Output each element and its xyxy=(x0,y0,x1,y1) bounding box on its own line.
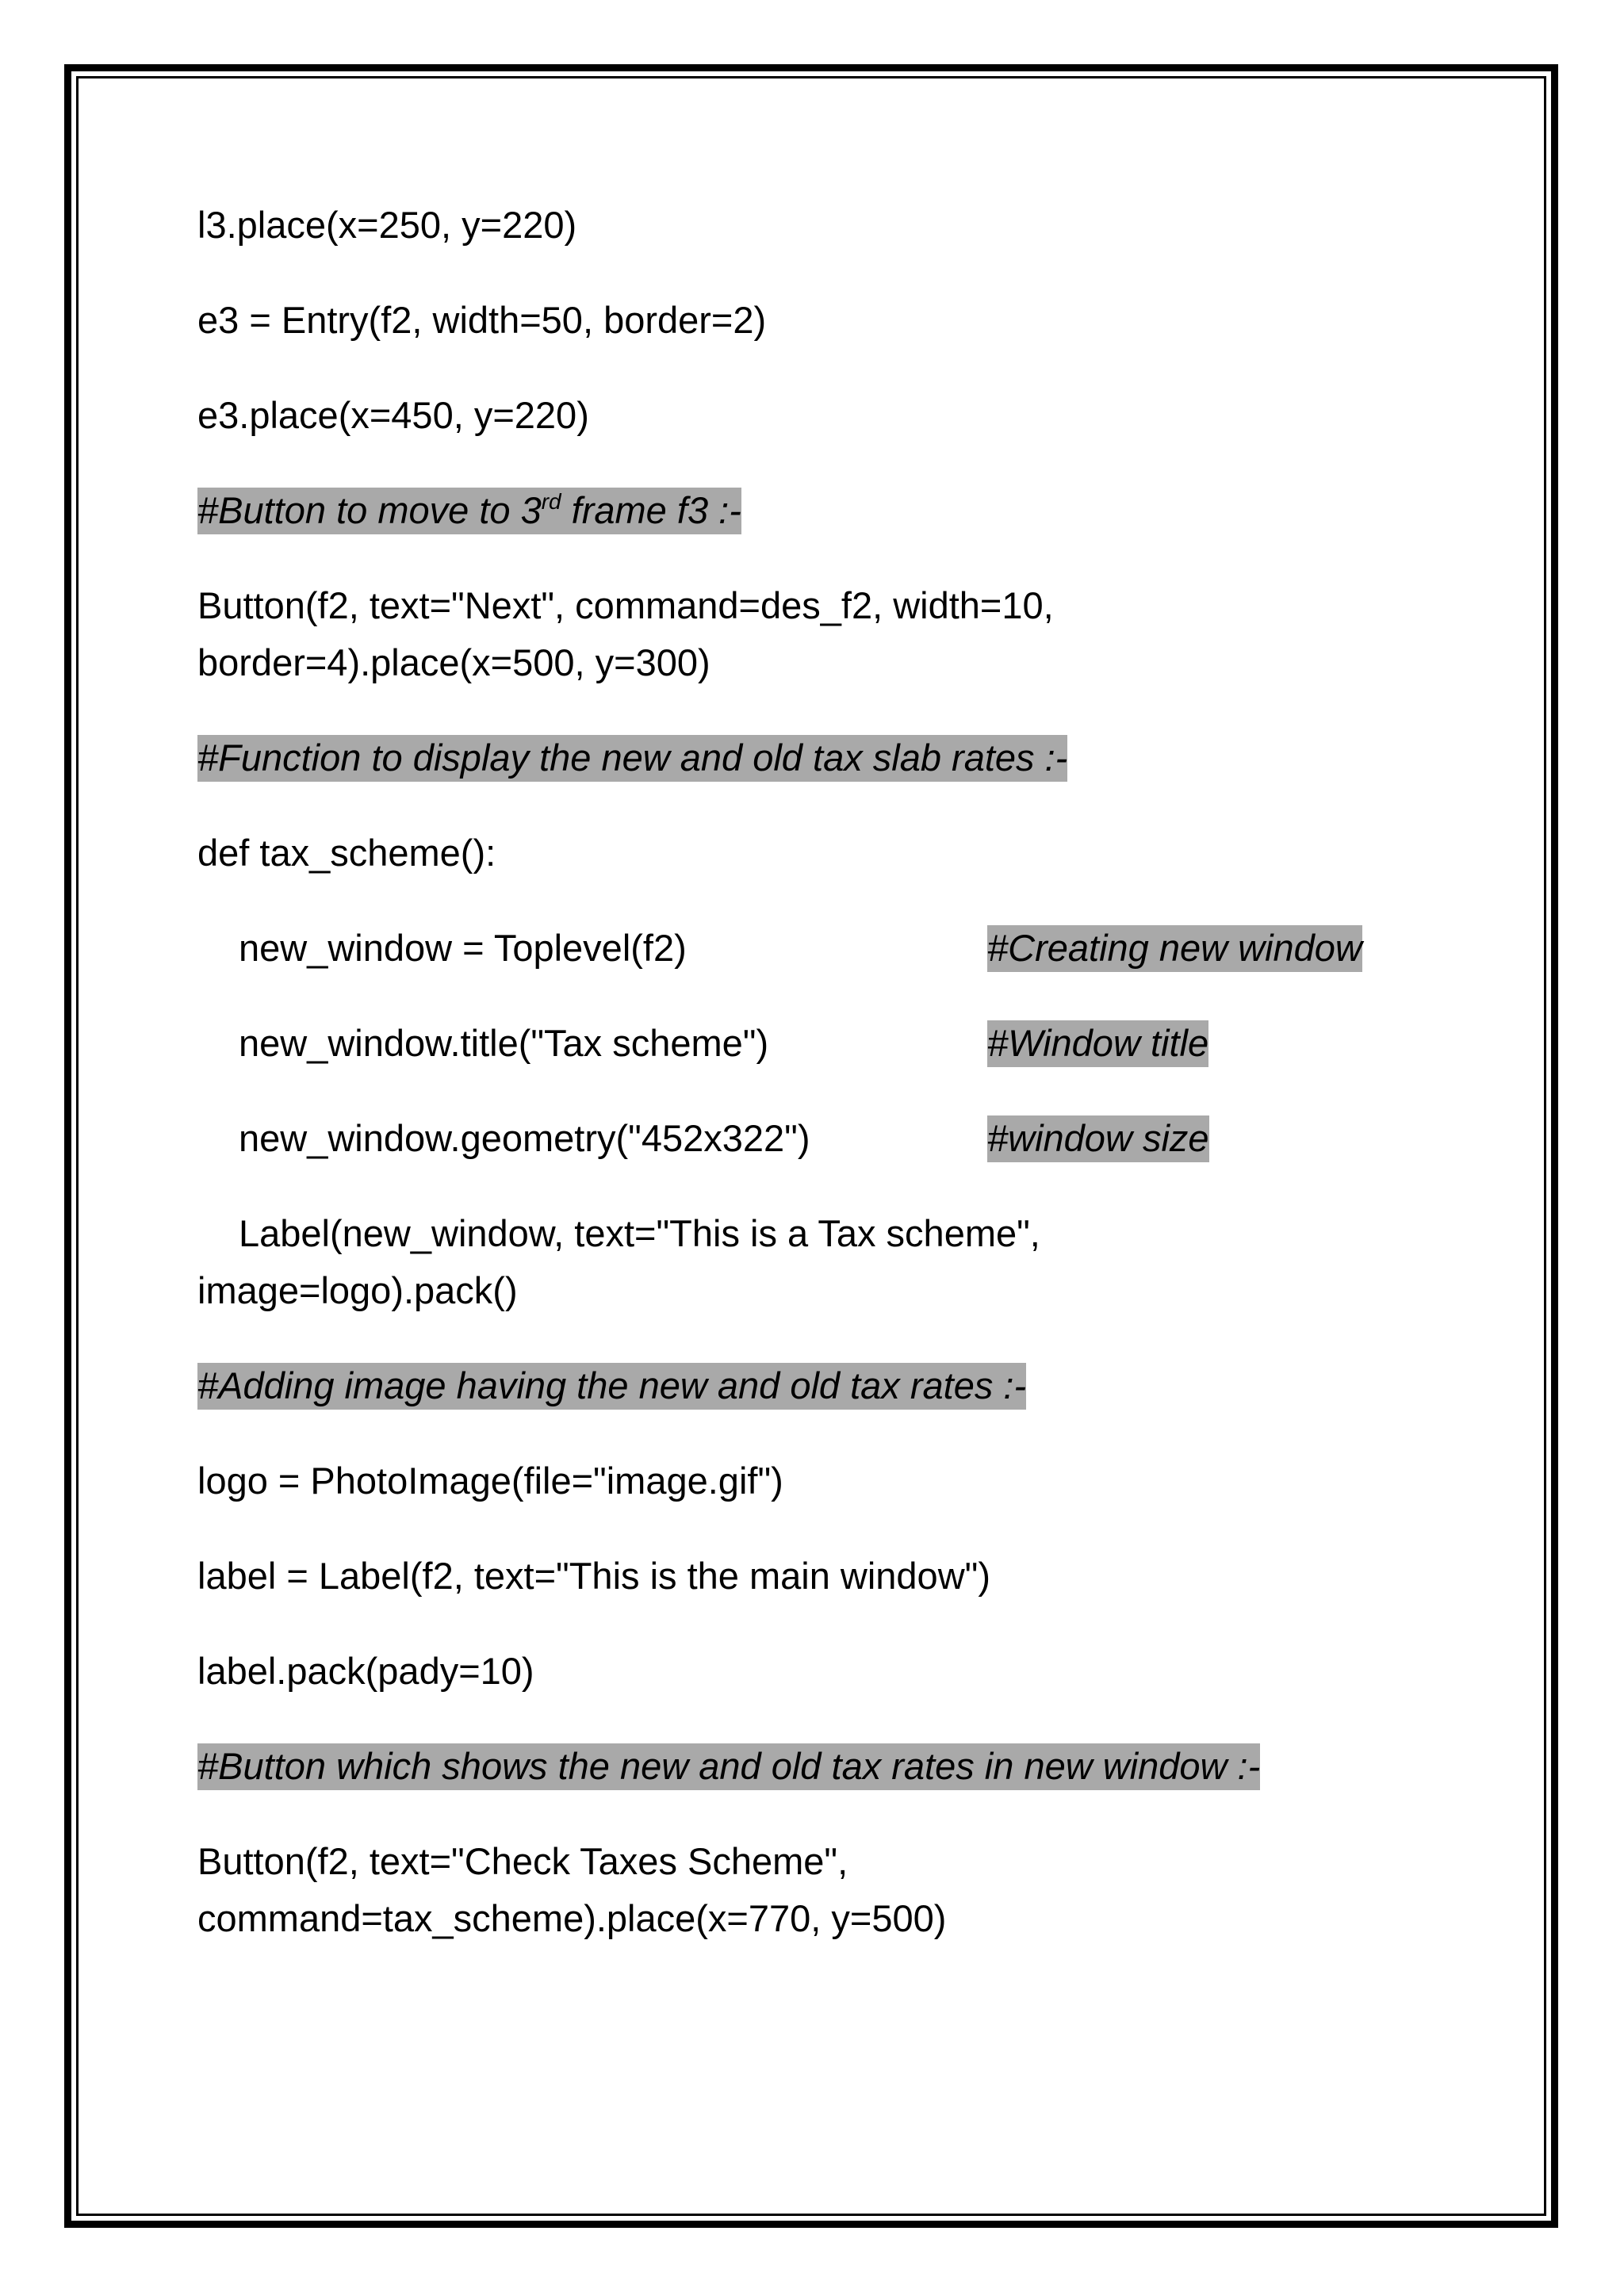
code-line: Label(new_window, text="This is a Tax sc… xyxy=(239,1212,1040,1254)
comment-highlight: #Button to move to 3rd frame f3 :- xyxy=(197,488,741,534)
code-line: image=logo).pack() xyxy=(197,1269,518,1311)
code-line: label = Label(f2, text="This is the main… xyxy=(197,1555,990,1597)
code-line: border=4).place(x=500, y=300) xyxy=(197,641,710,683)
code-line: e3 = Entry(f2, width=50, border=2) xyxy=(197,299,767,341)
comment-highlight: #Creating new window xyxy=(987,925,1362,972)
page-inner-border xyxy=(76,76,1546,2216)
code-line: def tax_scheme(): xyxy=(197,832,496,874)
comment-highlight: #Button which shows the new and old tax … xyxy=(197,1743,1261,1790)
comment-highlight: #window size xyxy=(987,1115,1209,1162)
comment-line: #Button to move to 3rd frame f3 :- xyxy=(197,482,741,539)
code-line: Button(f2, text="Check Taxes Scheme", xyxy=(197,1840,848,1882)
inline-comment: #Window title xyxy=(987,1015,1209,1072)
code-line: logo = PhotoImage(file="image.gif") xyxy=(197,1460,783,1502)
comment-highlight: #Window title xyxy=(987,1020,1209,1067)
code-line: Button(f2, text="Next", command=des_f2, … xyxy=(197,584,1054,626)
code-line: label.pack(pady=10) xyxy=(197,1650,534,1692)
code-line: e3.place(x=450, y=220) xyxy=(197,394,589,436)
comment-line: #Function to display the new and old tax… xyxy=(197,729,1068,786)
code-line: new_window = Toplevel(f2) xyxy=(239,927,687,969)
page-outer-border xyxy=(64,64,1558,2228)
comment-highlight: #Function to display the new and old tax… xyxy=(197,735,1068,782)
code-line: new_window.title("Tax scheme") xyxy=(239,1022,769,1064)
code-line: l3.place(x=250, y=220) xyxy=(197,204,577,246)
code-line: new_window.geometry("452x322") xyxy=(239,1117,810,1159)
comment-line: #Button which shows the new and old tax … xyxy=(197,1738,1261,1795)
comment-highlight: #Adding image having the new and old tax… xyxy=(197,1363,1027,1410)
comment-line: #Adding image having the new and old tax… xyxy=(197,1357,1027,1414)
code-line: command=tax_scheme).place(x=770, y=500) xyxy=(197,1897,947,1939)
inline-comment: #Creating new window xyxy=(987,920,1362,977)
inline-comment: #window size xyxy=(987,1110,1209,1167)
